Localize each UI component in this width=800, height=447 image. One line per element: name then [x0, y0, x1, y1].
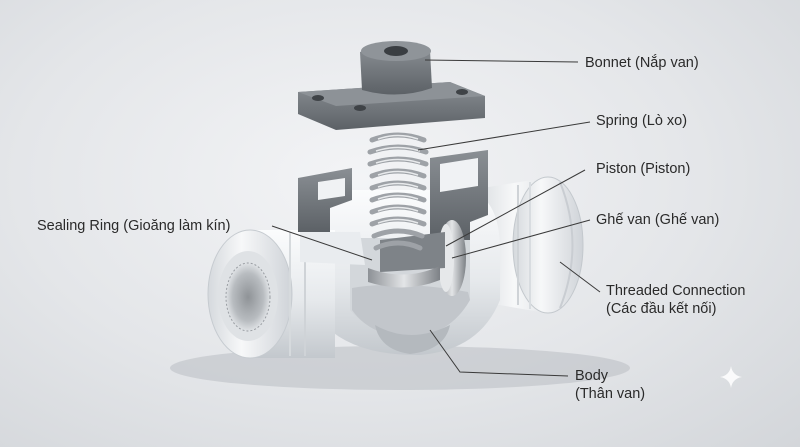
label-sealing-ring: Sealing Ring (Gioăng làm kín): [37, 218, 231, 234]
spring-highlight: [375, 134, 421, 224]
leader-piston: [445, 169, 586, 247]
sparkle-icon: [720, 366, 742, 388]
leader-body: [429, 329, 569, 377]
leader-sealing: [271, 225, 373, 261]
leader-bonnet: [424, 59, 579, 63]
bonnet: [298, 41, 485, 130]
leader-thread: [559, 261, 601, 293]
label-piston: Piston (Piston): [596, 161, 691, 177]
right-union-nut: [470, 176, 584, 314]
label-valve-seat: Ghế van (Ghế van): [596, 212, 720, 228]
leader-spring: [417, 121, 591, 151]
label-threaded-connection: Threaded Connection (Các đầu kết nối): [606, 283, 746, 317]
upper-housing: [298, 150, 488, 265]
leader-lines: [271, 59, 601, 377]
label-bonnet: Bonnet (Nắp van): [585, 55, 699, 71]
label-body: Body (Thân van): [575, 368, 646, 402]
label-spring: Spring (Lò xo): [596, 113, 688, 129]
leader-seat: [451, 219, 591, 259]
